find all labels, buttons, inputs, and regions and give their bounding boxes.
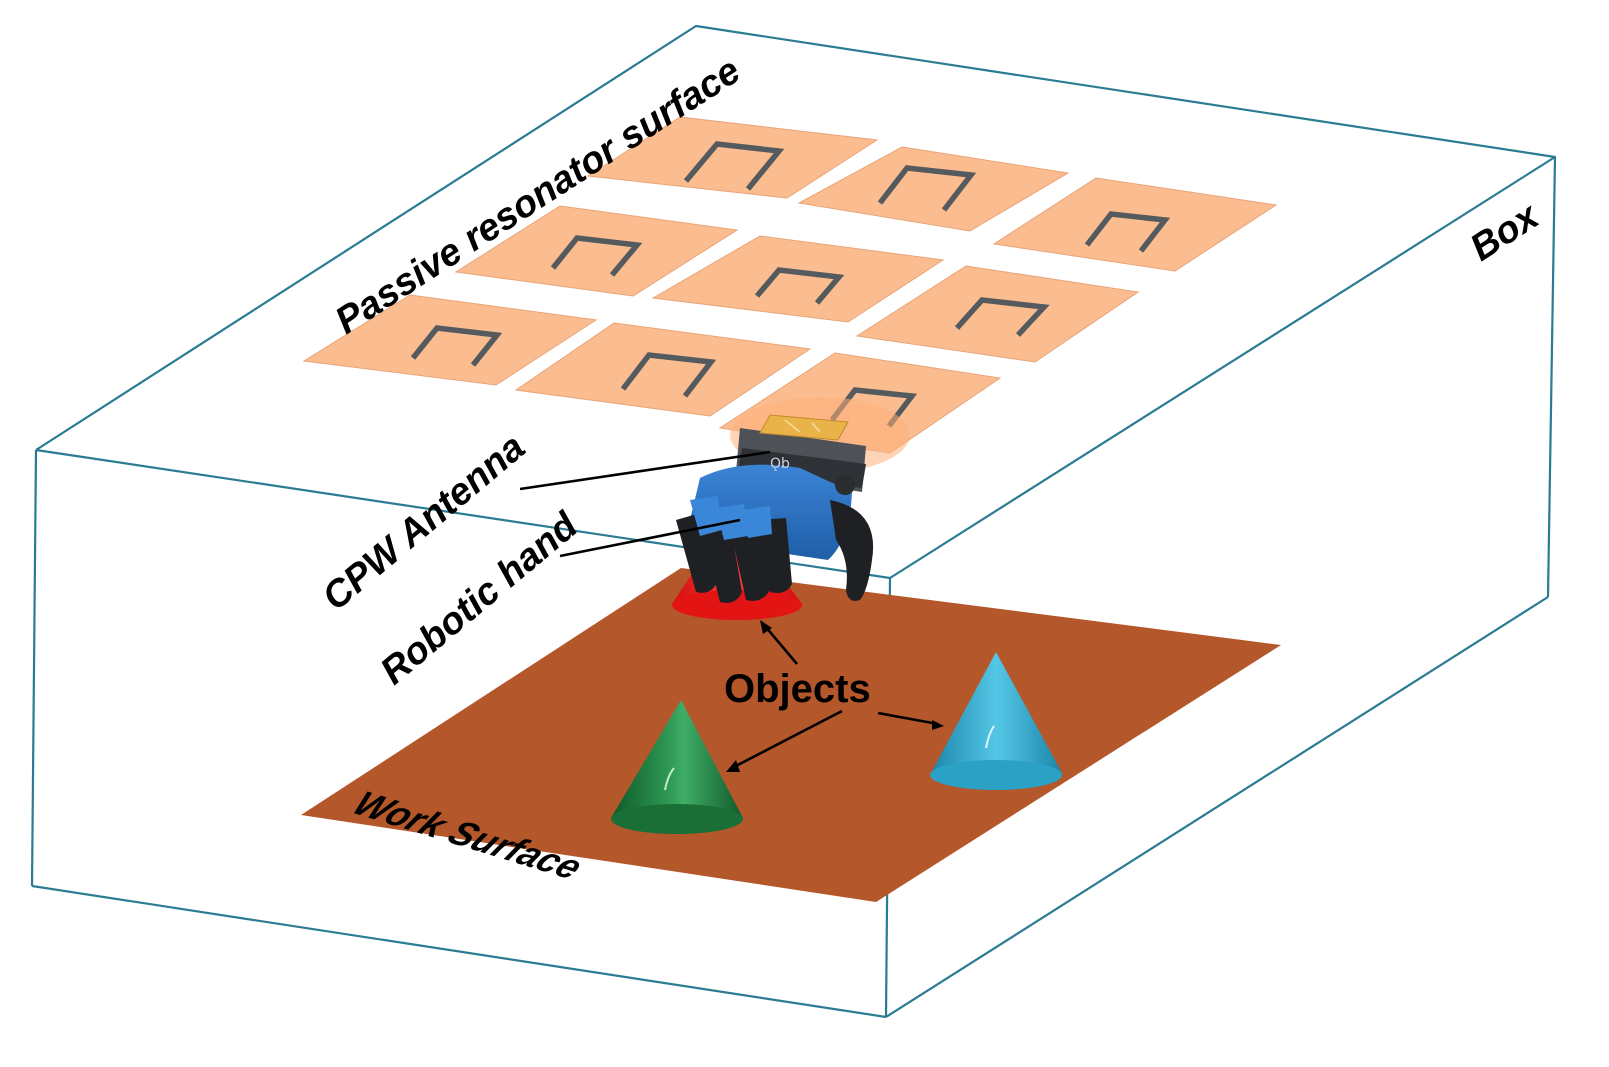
resonator-patch: [586, 116, 879, 199]
resonator-patch: [454, 205, 739, 297]
robotic-hand-leader: [559, 518, 741, 558]
resonator-patch: [651, 235, 945, 323]
objects-arrow-blue: [877, 711, 939, 726]
objects-arrow-green: [731, 709, 843, 770]
resonator-patch: [514, 322, 812, 417]
resonator-patch: [302, 294, 598, 386]
passive-resonator-surface: [302, 116, 1278, 454]
cpw-antenna-leader: [519, 450, 771, 491]
work-surface: [301, 568, 1281, 902]
box-label: Box: [1463, 194, 1548, 269]
annotation-leaders: [519, 450, 944, 772]
box-front-left-edge: [30, 449, 38, 887]
resonator-patch: [855, 265, 1140, 363]
resonator-patch: [797, 146, 1070, 232]
box-right-back-edge: [1546, 156, 1557, 598]
object-blue-cone: [930, 652, 1062, 790]
objects-arrow-red: [764, 625, 798, 665]
box-bottom-right-edge: [885, 596, 1549, 1018]
object-green-cone: [611, 700, 743, 834]
antenna-chip-icon: [759, 414, 849, 441]
box-bottom-front-edge: [31, 884, 887, 1019]
svg-text:Ǫb: Ǫb: [770, 456, 790, 472]
resonator-patch: [992, 177, 1278, 272]
objects-label: Objects: [724, 667, 871, 711]
